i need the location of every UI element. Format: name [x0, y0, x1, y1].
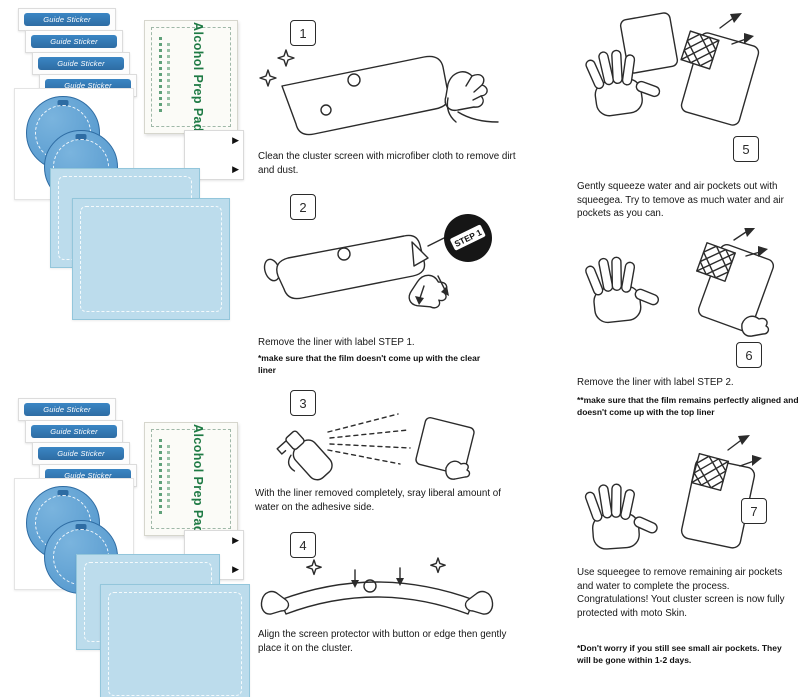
step-1-caption: Clean the cluster screen with microfiber… — [258, 151, 516, 176]
magnifier-label: STEP 1 — [444, 214, 492, 262]
microfiber-cloth — [72, 198, 230, 320]
guide-sticker: Guide Sticker — [32, 52, 130, 75]
hand-icon — [585, 49, 661, 117]
guide-sticker-label: Guide Sticker — [24, 403, 110, 416]
alcohol-prep-pad: Alcohol Prep Pad — [144, 422, 238, 536]
step-6-caption: Remove the liner with label STEP 2. — [577, 377, 734, 388]
squeegee-icon — [696, 242, 736, 282]
step-4-caption: Align the screen protector with button o… — [258, 629, 507, 654]
sparkle-icon — [259, 69, 277, 87]
pad-fine-print — [167, 43, 170, 107]
step-2-illustration: STEP 1 — [263, 214, 492, 309]
arrow — [727, 440, 741, 451]
step-3-illustration — [276, 413, 475, 481]
step-number-1: 1 — [290, 20, 316, 46]
hand-icon — [260, 590, 494, 615]
tab-arrow-icon: ▶ — [232, 135, 239, 145]
pad-border — [151, 27, 231, 127]
film-with-hand — [415, 417, 475, 480]
step-4-illustration — [260, 557, 494, 615]
kit-contents-bottom: Guide Sticker Guide Sticker Guide Sticke… — [12, 396, 257, 697]
guide-sticker: Guide Sticker — [32, 442, 130, 465]
guide-sticker-label: Guide Sticker — [38, 57, 124, 70]
hand-icon — [584, 483, 658, 550]
pad-fine-print — [167, 445, 170, 509]
protector-film — [279, 581, 475, 615]
step-2-caption: Remove the liner with label STEP 1. — [258, 337, 415, 348]
step-7-illustration — [584, 435, 762, 550]
guide-sticker-label: Guide Sticker — [38, 447, 124, 460]
kit-contents-top: Guide Sticker Guide Sticker Guide Sticke… — [12, 6, 257, 344]
arrow — [739, 460, 755, 467]
protector-film — [276, 234, 426, 300]
guide-sticker-label: Guide Sticker — [24, 13, 110, 26]
step-6-note: **make sure that the film remains perfec… — [577, 395, 799, 418]
step-3-caption: With the liner removed completely, sray … — [255, 488, 501, 513]
step-number-3: 3 — [290, 390, 316, 416]
step-number-label: 7 — [750, 503, 758, 519]
step-number-4: 4 — [290, 532, 316, 558]
spray-lines — [327, 413, 411, 465]
guide-sticker: Guide Sticker — [25, 420, 123, 443]
sparkle-icon — [430, 557, 446, 574]
step-5-illustration — [585, 12, 760, 126]
tab-arrow-icon: ▶ — [232, 564, 239, 574]
peel-corner — [411, 241, 429, 267]
arrow — [419, 285, 425, 299]
squeegee-icon — [680, 30, 720, 70]
step-number-label: 6 — [745, 347, 753, 363]
alcohol-pad-label: Alcohol Prep Pad — [191, 22, 206, 132]
step-1-illustration — [259, 49, 499, 136]
step-number-5: 5 — [733, 136, 759, 162]
arrow — [745, 251, 761, 257]
tab-arrow-icon: ▶ — [232, 535, 239, 545]
arrow — [731, 38, 747, 45]
guide-sticker: Guide Sticker — [18, 8, 116, 31]
tab-arrow-icon: ▶ — [232, 164, 239, 174]
step-number-label: 1 — [299, 25, 307, 41]
step-number-label: 3 — [299, 395, 307, 411]
pad-fine-print — [159, 439, 162, 517]
microfiber-cloth — [100, 584, 250, 697]
hand-icon — [585, 256, 660, 324]
alcohol-prep-pad: Alcohol Prep Pad — [144, 20, 238, 134]
step-6-illustration — [585, 228, 775, 337]
step-number-label: 2 — [299, 199, 307, 215]
guide-sticker-label: Guide Sticker — [31, 35, 117, 48]
hand-icon — [445, 460, 471, 480]
pad-border — [151, 429, 231, 529]
arrow — [733, 231, 747, 241]
cluster-screen — [281, 55, 450, 136]
step-number-6: 6 — [736, 342, 762, 368]
sparkle-icon — [277, 49, 295, 67]
step-number-7: 7 — [741, 498, 767, 524]
step-5-caption: Gently squeeze water and air pockets out… — [577, 181, 784, 220]
spray-bottle-icon — [276, 430, 333, 481]
pad-fine-print — [159, 37, 162, 115]
hand-icon — [444, 71, 499, 123]
guide-sticker-label: Guide Sticker — [31, 425, 117, 438]
alcohol-pad-label: Alcohol Prep Pad — [191, 424, 206, 534]
guide-sticker: Guide Sticker — [18, 398, 116, 421]
step-2-note: *make sure that the film doesn't come up… — [258, 353, 481, 376]
squeegee-icon — [690, 452, 730, 492]
arrow — [437, 275, 446, 291]
step-7-note: *Don't worry if you still see small air … — [577, 643, 782, 666]
arrow — [719, 18, 733, 29]
step-7-caption: Use squeegee to remove remaining air poc… — [577, 567, 785, 620]
step-number-label: 5 — [742, 141, 750, 157]
hand-icon — [741, 315, 770, 337]
step-number-label: 4 — [299, 537, 307, 553]
step-number-2: 2 — [290, 194, 316, 220]
sparkle-icon — [306, 559, 322, 576]
protector-film — [415, 417, 475, 475]
guide-sticker: Guide Sticker — [25, 30, 123, 53]
